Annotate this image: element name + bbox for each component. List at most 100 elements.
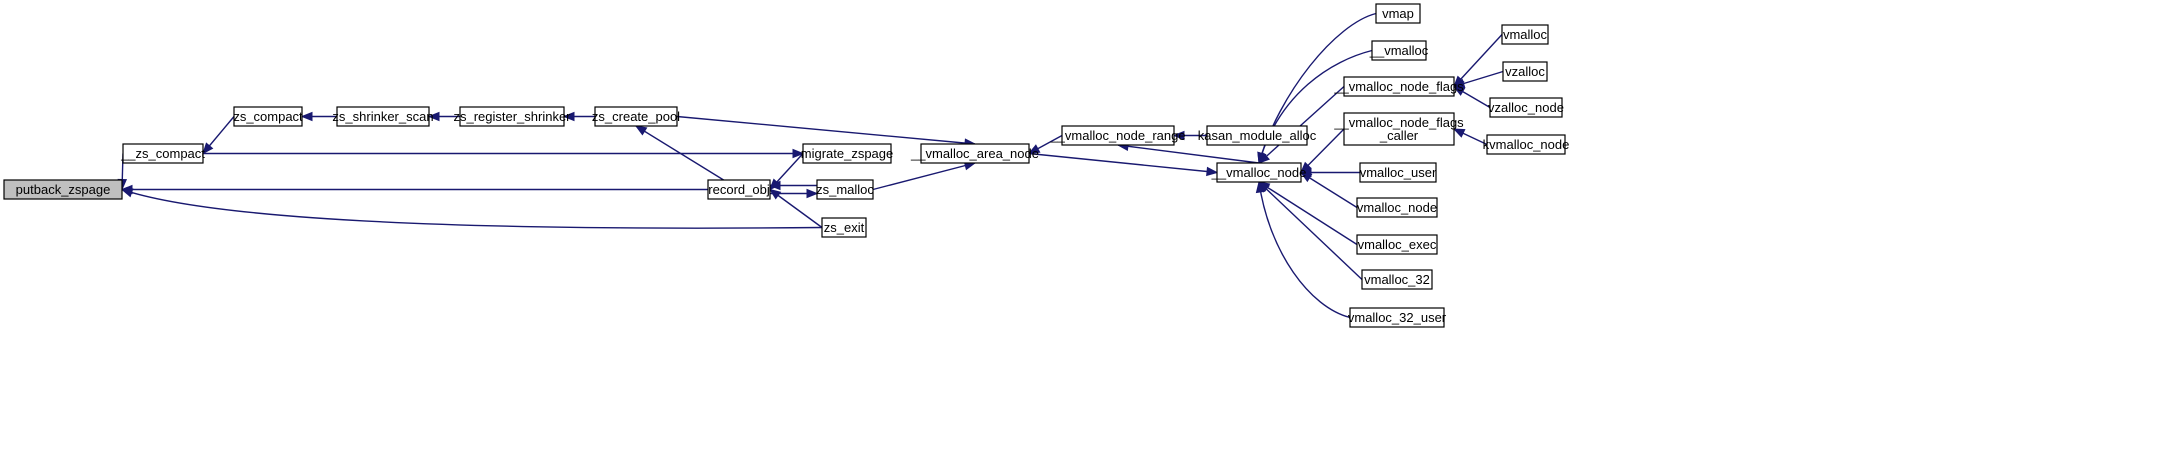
node-__vmalloc_node_flags[interactable]: __vmalloc_node_flags [1333, 76, 1464, 97]
edge-arrowhead-13 [768, 188, 782, 200]
node-label-__zs_compact: __zs_compact [120, 146, 205, 161]
node-box-vmalloc_32 [1361, 269, 1433, 290]
edge-arrowhead-24 [1299, 171, 1313, 183]
edge-arrowhead-30 [1452, 85, 1466, 96]
node-label-zs_shrinker_scan: zs_shrinker_scan [332, 109, 433, 124]
node-__vmalloc_node[interactable]: __vmalloc_node [1211, 162, 1307, 183]
edge-__vmalloc-to-__vmalloc_node [1258, 49, 1373, 164]
edge-arrowhead-11 [768, 180, 781, 191]
node-label-zs_exit: zs_exit [824, 220, 865, 235]
edge-vmalloc_32-to-__vmalloc_node [1258, 181, 1363, 281]
node-box-vmalloc_32_user [1349, 307, 1445, 328]
node-box-zs_malloc [816, 179, 874, 200]
node-label-record_obj: record_obj [708, 182, 770, 197]
edge-zs_exit-to-putback_zspage [121, 188, 823, 229]
edge-__vmalloc_node-to-__vmalloc_node_range [1117, 144, 1260, 164]
node-label-__vmalloc_node_range: __vmalloc_node_range [1049, 128, 1185, 143]
node-label-vmalloc_node: vmalloc_node [1357, 200, 1437, 215]
node-box-__vmalloc [1371, 40, 1427, 61]
node-zs_register_shrinker[interactable]: zs_register_shrinker [453, 106, 571, 127]
node-vmalloc_node[interactable]: vmalloc_node [1356, 197, 1438, 218]
node-box-__vmalloc_node_flags_caller [1343, 112, 1455, 146]
node-label-zs_register_shrinker: zs_register_shrinker [453, 109, 571, 124]
node-__vmalloc_node_flags_caller[interactable]: __vmalloc_node_flags_caller [1333, 112, 1464, 146]
node-label-migrate_zspage: migrate_zspage [801, 146, 894, 161]
edge-arrowhead-27 [1255, 180, 1266, 194]
node-label-vmalloc_exec: vmalloc_exec [1358, 237, 1437, 252]
edge-arrowhead-17 [1172, 130, 1185, 141]
node-label-zs_create_pool: zs_create_pool [592, 109, 680, 124]
node-label-__vmalloc_node_flags: __vmalloc_node_flags [1333, 79, 1464, 94]
node-box-record_obj [707, 179, 771, 200]
node-label-__vmalloc_area_node: __vmalloc_area_node [910, 146, 1039, 161]
edge-arrowhead-3 [202, 142, 214, 155]
node-vmalloc_32[interactable]: vmalloc_32 [1361, 269, 1433, 290]
node-__vmalloc_node_range[interactable]: __vmalloc_node_range [1049, 125, 1186, 146]
node-box-__vmalloc_area_node [920, 143, 1030, 164]
node-box-putback_zspage [3, 179, 123, 200]
node-box-vmalloc [1501, 24, 1549, 45]
node-box-zs_compact [233, 106, 303, 127]
edge-zs_exit-to-record_obj [769, 188, 823, 229]
node-kasan_module_alloc[interactable]: kasan_module_alloc [1198, 125, 1317, 146]
node-box-vzalloc_node [1489, 97, 1563, 118]
edge-arrowhead-12 [806, 188, 819, 199]
node-box-__vmalloc_node_flags [1343, 76, 1455, 97]
node-zs_shrinker_scan[interactable]: zs_shrinker_scan [332, 106, 434, 127]
edge-vmalloc_node-to-__vmalloc_node [1300, 171, 1358, 209]
node-__vmalloc_area_node[interactable]: __vmalloc_area_node [910, 143, 1039, 164]
node-label-zs_malloc: zs_malloc [816, 182, 874, 197]
node-vmalloc[interactable]: vmalloc [1501, 24, 1549, 45]
node-box-vmalloc_user [1359, 162, 1437, 183]
node-box-__vmalloc_node_range [1061, 125, 1175, 146]
node-box-vmalloc_node [1356, 197, 1438, 218]
node-label-vzalloc: vzalloc [1505, 64, 1545, 79]
edge-arrowhead-2 [120, 188, 134, 198]
node-box-__zs_compact [122, 143, 204, 164]
edges-layer [117, 12, 1504, 319]
edge-arrowhead-8 [634, 125, 648, 136]
node-box-kvmalloc_node [1486, 134, 1566, 155]
nodes-layer: putback_zspage __zs_compact zs_compact zs_s… [3, 3, 1570, 328]
edge-record_obj-to-zs_create_pool [635, 125, 740, 191]
edge-vmalloc-to-__vmalloc_node_flags [1453, 34, 1503, 87]
node-putback_zspage[interactable]: putback_zspage [3, 179, 123, 200]
edge-arrowhead-16 [1206, 166, 1219, 177]
node-label-vmalloc_user: vmalloc_user [1360, 165, 1437, 180]
node-box-zs_register_shrinker [459, 106, 565, 127]
node-__vmalloc[interactable]: __vmalloc [1369, 40, 1429, 61]
edge-arrowhead-6 [427, 111, 440, 122]
edge-__vmalloc_node_flags-to-__vmalloc_node [1258, 85, 1345, 164]
node-vmalloc_32_user[interactable]: vmalloc_32_user [1348, 307, 1447, 328]
node-box-kasan_module_alloc [1206, 125, 1308, 146]
node-vzalloc[interactable]: vzalloc [1502, 61, 1548, 82]
node-__zs_compact[interactable]: __zs_compact [120, 143, 205, 164]
edge-arrowhead-15 [1027, 144, 1041, 155]
node-vmalloc_exec[interactable]: vmalloc_exec [1356, 234, 1438, 255]
node-box-vmap [1375, 3, 1421, 24]
edge-zs_create_pool-to-__vmalloc_area_node [676, 115, 976, 145]
node-label-kvmalloc_node: kvmalloc_node [1483, 137, 1570, 152]
node-label-zs_compact: zs_compact [233, 109, 303, 124]
node-record_obj[interactable]: record_obj [707, 179, 771, 200]
node-box-zs_shrinker_scan [336, 106, 430, 127]
edge-__vmalloc_area_node-to-__vmalloc_node [1028, 152, 1218, 174]
node-zs_malloc[interactable]: zs_malloc [816, 179, 874, 200]
node-zs_create_pool[interactable]: zs_create_pool [592, 106, 680, 127]
edge-arrowhead-7 [562, 111, 575, 122]
node-label-__vmalloc_node: __vmalloc_node [1211, 165, 1307, 180]
node-box-vzalloc [1502, 61, 1548, 82]
node-zs_exit[interactable]: zs_exit [821, 217, 867, 238]
node-label-putback_zspage: putback_zspage [16, 182, 111, 197]
node-vmalloc_user[interactable]: vmalloc_user [1359, 162, 1437, 183]
node-migrate_zspage[interactable]: migrate_zspage [801, 143, 894, 164]
node-kvmalloc_node[interactable]: kvmalloc_node [1483, 134, 1570, 155]
node-zs_compact[interactable]: zs_compact [233, 106, 303, 127]
node-label-__vmalloc_node_flags_caller-line1: _caller [1379, 128, 1419, 143]
node-vmap[interactable]: vmap [1375, 3, 1421, 24]
node-box-migrate_zspage [802, 143, 892, 164]
node-box-zs_exit [821, 217, 867, 238]
node-label-vzalloc_node: vzalloc_node [1488, 100, 1564, 115]
node-label-vmalloc_32_user: vmalloc_32_user [1348, 310, 1447, 325]
node-vzalloc_node[interactable]: vzalloc_node [1488, 97, 1564, 118]
